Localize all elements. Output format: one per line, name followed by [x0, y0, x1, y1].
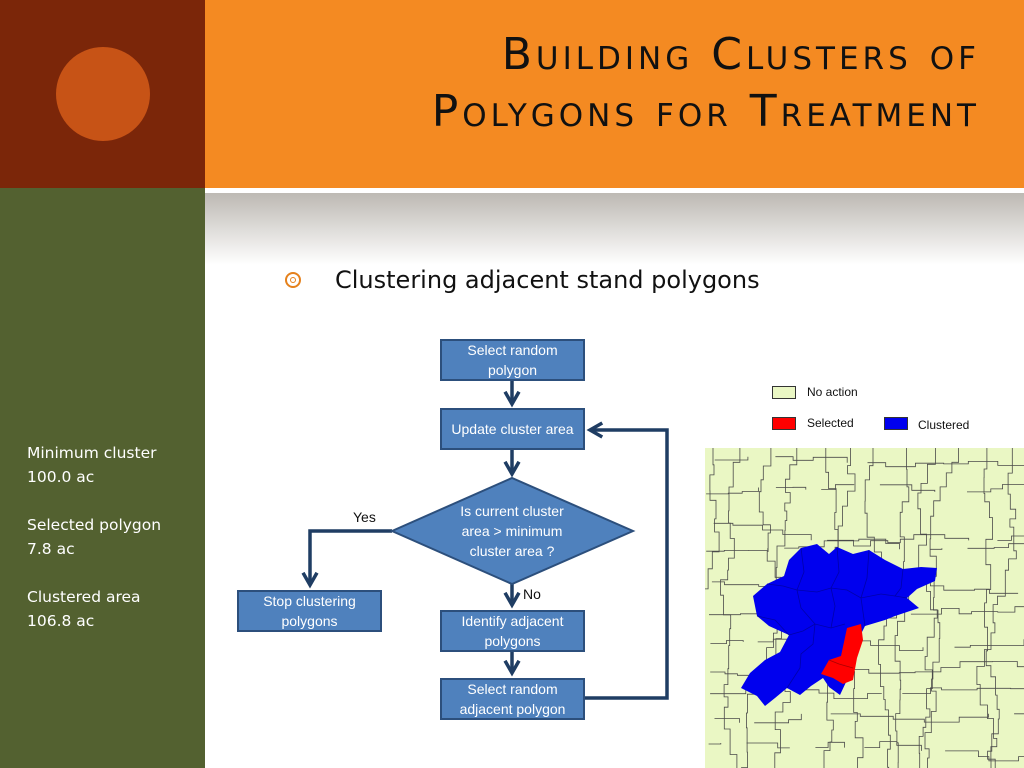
stand-boundary: [983, 448, 1000, 768]
decorative-circle: [56, 47, 150, 141]
clustered-legend: Clustered: [918, 418, 970, 432]
clustered-region: [741, 544, 937, 706]
selected-polygon-stat: Selected polygon 7.8 ac: [27, 513, 161, 561]
cluster-internal-boundaries: [756, 546, 908, 689]
stand-boundary: [714, 718, 740, 723]
stand-boundary: [954, 639, 1024, 648]
identify-adjacent-node: Identify adjacent polygons: [440, 610, 585, 652]
arrow-loop-back: [585, 421, 669, 700]
stand-boundary: [746, 742, 790, 749]
stand-boundary: [713, 522, 812, 541]
stand-boundary: [706, 548, 769, 552]
stand-boundary: [894, 448, 910, 768]
stand-boundary: [827, 534, 970, 547]
selected-internal-boundaries: [828, 659, 854, 669]
stand-boundary: [706, 487, 759, 495]
stand-boundary: [945, 750, 1024, 762]
stand-boundary: [705, 448, 720, 590]
selected-legend: Selected: [807, 416, 854, 430]
stand-boundary: [775, 456, 848, 463]
min-cluster-stat: Minimum cluster 100.0 ac: [27, 441, 161, 489]
decision-line-1: Is current cluster: [460, 503, 564, 519]
min-cluster-value: 100.0 ac: [27, 468, 95, 486]
yes-label: Yes: [353, 509, 376, 525]
stand-boundary: [794, 689, 882, 700]
stand-boundary: [910, 606, 1024, 615]
stand-boundary: [864, 741, 922, 751]
polygon-map: [705, 448, 1024, 768]
stand-boundary: [930, 548, 943, 550]
stand-boundary: [710, 640, 744, 645]
no-label: No: [523, 586, 541, 602]
clustered-area-value: 106.8 ac: [27, 612, 95, 630]
clustered-area-label: Clustered area: [27, 588, 141, 606]
title-line-1: Building Clusters of: [501, 29, 980, 80]
stand-boundary: [967, 543, 1024, 549]
no-action-swatch: [772, 386, 796, 399]
title-bar: [205, 0, 1024, 188]
decision-diamond: [389, 476, 636, 586]
stand-boundary: [879, 484, 936, 492]
target-bullet-icon: [285, 272, 301, 288]
gradient-band: [205, 193, 1024, 265]
selected-polygon-label: Selected polygon: [27, 516, 162, 534]
stand-boundary: [902, 687, 1024, 695]
select-adjacent-node: Select random adjacent polygon: [440, 678, 585, 720]
sidebar: [0, 188, 205, 768]
decision-line-3: cluster area ?: [469, 543, 555, 559]
cluster-stats: Minimum cluster 100.0 ac Selected polygo…: [27, 441, 161, 657]
stand-boundary: [754, 713, 802, 724]
no-action-legend: No action: [807, 385, 858, 399]
min-cluster-label: Minimum cluster: [27, 444, 157, 462]
title-line-2: Polygons for Treatment: [431, 86, 980, 137]
stand-boundary: [917, 448, 938, 768]
selected-swatch: [772, 417, 796, 430]
arrow-decision-to-stop: [301, 529, 392, 589]
stand-boundary: [815, 741, 845, 748]
stand-boundary: [784, 538, 901, 550]
stand-boundary: [924, 448, 960, 768]
clustered-swatch: [884, 417, 908, 430]
stand-boundary: [967, 484, 1024, 493]
stand-boundary: [867, 460, 1024, 468]
stand-boundary: [1014, 713, 1024, 715]
bullet-text: Clustering adjacent stand polygons: [335, 266, 760, 294]
stand-boundary: [775, 486, 807, 490]
clustered-area-stat: Clustered area 106.8 ac: [27, 585, 161, 633]
stop-clustering-node: Stop clustering polygons: [237, 590, 382, 632]
stand-boundary: [708, 743, 722, 745]
slide-title: Building Clusters of Polygons for Treatm…: [432, 26, 980, 140]
stand-boundary: [714, 456, 749, 461]
stand-boundary: [821, 484, 855, 490]
selected-polygon: [821, 624, 863, 684]
divider-line: [205, 188, 1024, 193]
stand-boundary: [830, 713, 989, 723]
stand-boundary: [997, 535, 1024, 541]
selected-polygon-value: 7.8 ac: [27, 540, 75, 558]
stand-boundary: [976, 448, 1017, 768]
decision-text: Is current cluster area > minimum cluste…: [432, 501, 592, 561]
update-cluster-area-node: Update cluster area: [440, 408, 585, 450]
decision-line-2: area > minimum: [461, 523, 563, 539]
select-random-polygon-node: Select random polygon: [440, 339, 585, 381]
